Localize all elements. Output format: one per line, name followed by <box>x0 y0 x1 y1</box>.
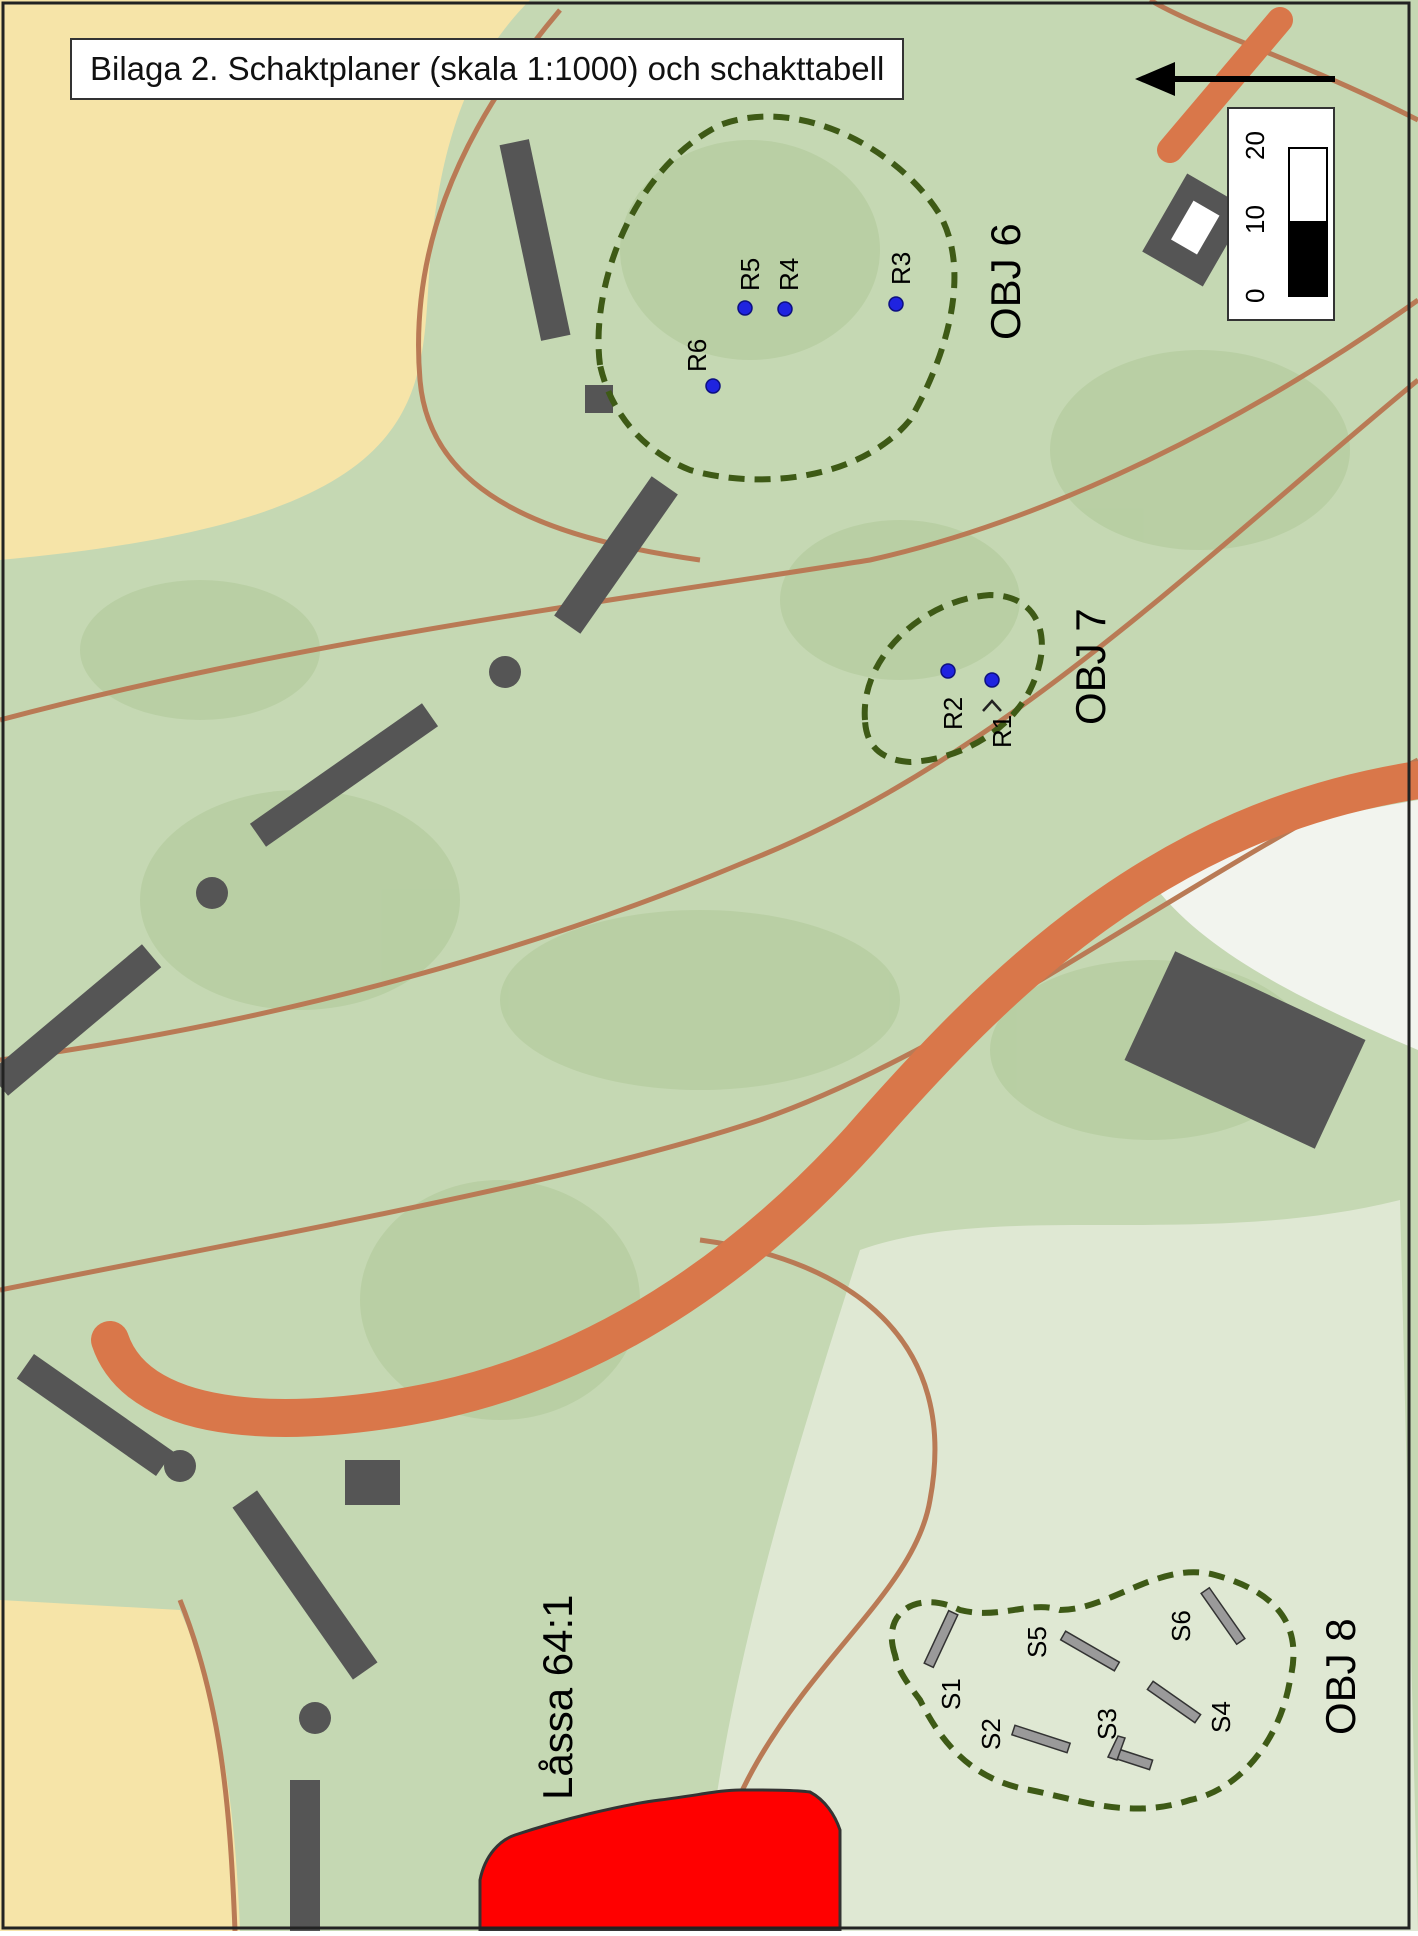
main-road <box>91 761 1418 1437</box>
obj7-label: OBJ 7 <box>1067 608 1114 725</box>
trench-S4-label: S4 <box>1206 1701 1236 1733</box>
point-R1-label: R1 <box>987 715 1017 748</box>
point-R4-label: R4 <box>774 258 804 291</box>
trench-S6 <box>1200 1586 1246 1646</box>
open-field-top-left <box>0 0 530 560</box>
scale-bar: 0 10 20 <box>1227 107 1335 321</box>
point-R2-label: R2 <box>938 697 968 730</box>
scale-tick-10: 10 <box>1240 205 1270 234</box>
trench-S6-label: S6 <box>1166 1610 1196 1642</box>
scale-tick-20: 20 <box>1240 131 1270 160</box>
point-R3-label: R3 <box>886 252 916 285</box>
obj6-boundary <box>595 113 958 483</box>
site-polygon <box>478 1788 842 1933</box>
site-label: Låssa 64:1 <box>534 1595 581 1801</box>
scale-tick-0: 0 <box>1240 289 1270 303</box>
trench-S1 <box>923 1609 959 1669</box>
point-R5 <box>737 300 753 316</box>
buildings <box>0 139 1366 1931</box>
trench-S4 <box>1146 1680 1202 1724</box>
point-R3 <box>888 296 904 312</box>
open-field-bottom-left <box>0 1600 240 1931</box>
survey-points <box>705 296 1000 688</box>
point-R1 <box>984 672 1000 688</box>
trench-S5 <box>1059 1630 1121 1672</box>
trench-S2 <box>1010 1724 1072 1754</box>
trench-S2-label: S2 <box>976 1718 1006 1750</box>
point-R4 <box>777 301 793 317</box>
trenches <box>923 1586 1246 1771</box>
point-R6 <box>705 378 721 394</box>
trench-S3-branch <box>1106 1735 1126 1761</box>
trench-S3-label: S3 <box>1092 1708 1122 1740</box>
trench-S1-label: S1 <box>936 1678 966 1710</box>
obj8-label: OBJ 8 <box>1317 1618 1364 1735</box>
building-highlight <box>1171 200 1220 255</box>
point-R6-label: R6 <box>682 339 712 372</box>
road-top-right <box>1157 7 1293 163</box>
trench-S5-label: S5 <box>1022 1626 1052 1658</box>
point-R2 <box>940 663 956 679</box>
obj6-label: OBJ 6 <box>982 223 1029 340</box>
map-title: Bilaga 2. Schaktplaner (skala 1:1000) oc… <box>70 38 905 100</box>
open-area-bottom-right <box>700 1200 1418 1931</box>
point-R5-label: R5 <box>735 258 765 291</box>
north-arrow-icon <box>1135 62 1335 96</box>
obj7-boundary <box>861 591 1045 766</box>
point-R1-marker-line <box>982 699 1002 712</box>
